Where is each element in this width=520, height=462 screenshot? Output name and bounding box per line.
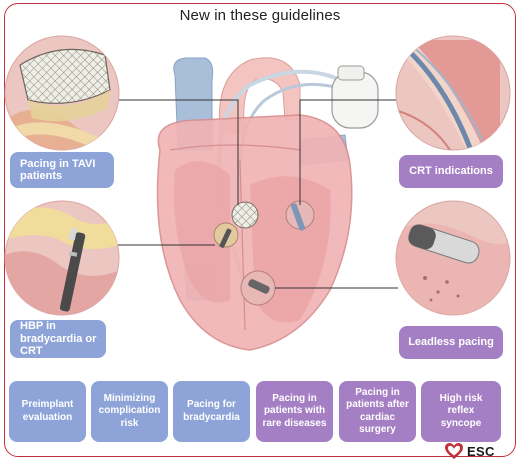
label-hbp-bradycardia: HBP in bradycardia or CRT [10, 320, 106, 358]
heart-logo-icon [445, 443, 463, 459]
topic-after-cardiac-surgery: Pacing in patients after cardiac surgery [339, 381, 416, 442]
label-crt-indications: CRT indications [399, 155, 503, 188]
esc-logo: ESC [444, 442, 495, 460]
topic-reflex-syncope: High risk reflex syncope [421, 381, 501, 442]
label-pacing-in-tavi: Pacing in TAVI patients [10, 152, 114, 188]
topic-rare-diseases: Pacing in patients with rare diseases [256, 381, 333, 442]
connector-crt [299, 99, 398, 205]
esc-logo-text: ESC [467, 443, 495, 459]
topic-preimplant-evaluation: Preimplant evaluation [9, 381, 86, 442]
topic-minimizing-complication-risk: Minimizing complication risk [91, 381, 168, 442]
connector-tavi [112, 99, 239, 205]
figure-title: New in these guidelines [179, 7, 341, 24]
topic-pacing-for-bradycardia: Pacing for bradycardia [173, 381, 250, 442]
tavi-spot [231, 201, 259, 229]
label-leadless-pacing: Leadless pacing [399, 326, 503, 359]
